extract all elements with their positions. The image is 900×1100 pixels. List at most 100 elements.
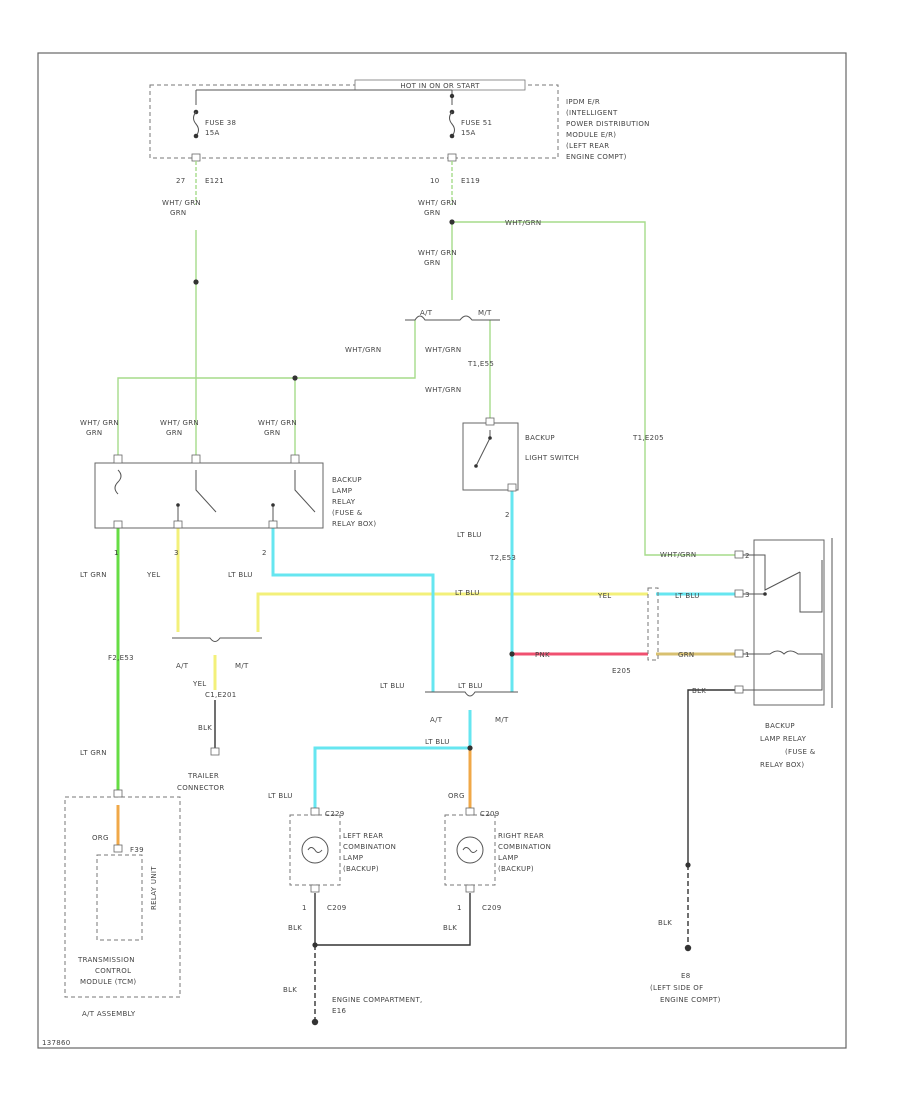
fuse-51-label: FUSE 51 [461, 119, 492, 127]
splice-2 [449, 219, 455, 225]
label-wht-grn-r3b: GRN [264, 429, 280, 437]
svg-text:M/T: M/T [495, 716, 509, 724]
svg-text:A/T: A/T [430, 716, 443, 724]
fuse-38: FUSE 38 15A [193, 109, 236, 139]
label-wht-grn-mt2: WHT/GRN [425, 386, 461, 394]
label-lt-blu-r: LT BLU [675, 592, 700, 600]
at-mt-split-top: A/T M/T [405, 309, 500, 321]
wire-lt-blu-relay [271, 528, 435, 692]
svg-text:RELAY BOX): RELAY BOX) [332, 520, 376, 528]
svg-text:LAMP RELAY: LAMP RELAY [760, 735, 807, 743]
svg-text:(BACKUP): (BACKUP) [343, 865, 379, 873]
label-blk-l: BLK [288, 924, 302, 932]
relay2-pin-1: 1 [745, 651, 750, 659]
tcm-at-assembly: ORG F39 RELAY UNIT TRANSMISSION CONTROL … [64, 789, 181, 1018]
label-wht-grn-a: WHT/ GRN [162, 199, 201, 207]
wire-wht-grn-right [452, 221, 735, 556]
svg-text:TRANSMISSION: TRANSMISSION [77, 956, 135, 964]
label-yel-trailer: YEL [192, 680, 207, 688]
label-org-tcm: ORG [92, 834, 109, 842]
ground2-line1: E8 [681, 972, 690, 980]
diagram-id: 137860 [42, 1039, 71, 1047]
backup-light-switch: BACKUP LIGHT SWITCH [462, 417, 579, 492]
label-wht-grn-a2: GRN [170, 209, 186, 217]
ipdm-title: IPDM E/R (INTELLIGENT POWER DISTRIBUTION… [566, 98, 650, 161]
ground1-line1: ENGINE COMPARTMENT, [332, 996, 423, 1004]
left-rear-combination-lamp: LT BLU C229 LEFT REAR COMBINATION LAMP (… [268, 792, 396, 893]
splice-1 [193, 279, 199, 285]
relay1-pin-1: 1 [114, 549, 119, 557]
wire-blk-lamps [314, 893, 471, 946]
label-yel-r: YEL [597, 592, 612, 600]
wire-lt-blu-mt [313, 710, 472, 810]
ground1-line2: E16 [332, 1007, 346, 1015]
relay1-pin-3: 3 [174, 549, 179, 557]
connector-e205-box [647, 587, 659, 661]
label-wht-grn-right: WHT/GRN [505, 219, 541, 227]
svg-text:A/T: A/T [420, 309, 433, 317]
label-wht-grn-r1b: GRN [86, 429, 102, 437]
label-blk-r2: BLK [443, 924, 457, 932]
svg-text:A/T: A/T [176, 662, 189, 670]
label-t2-e53: T2,E53 [489, 554, 516, 562]
trailer-label-1: TRAILER [187, 772, 219, 780]
wire-yel-long [256, 592, 648, 632]
label-e205: E205 [612, 667, 631, 675]
svg-text:A/T ASSEMBLY: A/T ASSEMBLY [82, 1010, 136, 1018]
label-wht-grn-relay2: WHT/GRN [660, 551, 696, 559]
wire-wht-grn-at [117, 320, 416, 455]
label-lt-grn-1: LT GRN [80, 571, 107, 579]
ground-dot-2 [684, 944, 692, 952]
svg-text:(FUSE &: (FUSE & [332, 509, 363, 517]
label-wht-grn-b: WHT/ GRN [418, 199, 457, 207]
lamp-r-conn: C209 [482, 904, 501, 912]
label-wht-grn-at: WHT/GRN [345, 346, 381, 354]
label-lt-blu-switch: LT BLU [457, 531, 482, 539]
ground-dot-1 [311, 1018, 319, 1026]
svg-text:RELAY: RELAY [332, 498, 356, 506]
label-org-rlamp: ORG [448, 792, 465, 800]
label-wht-grn-r2b: GRN [166, 429, 182, 437]
pin-10: 10 [430, 177, 440, 185]
svg-text:ENGINE COMPT): ENGINE COMPT) [566, 153, 627, 161]
fuse-51-amp: 15A [461, 129, 476, 137]
svg-text:M/T: M/T [235, 662, 249, 670]
svg-text:LAMP: LAMP [343, 854, 363, 862]
at-mt-split-lamps: LT BLU LT BLU A/T M/T [380, 682, 518, 724]
label-blk-gnd1: BLK [283, 986, 297, 994]
right-rear-combination-lamp: ORG C209 RIGHT REAR COMBINATION LAMP (BA… [444, 792, 551, 893]
label-wht-grn-c2: GRN [424, 259, 440, 267]
lamp-l-pin: 1 [302, 904, 307, 912]
label-f39: F39 [130, 846, 144, 854]
svg-text:MODULE E/R): MODULE E/R) [566, 131, 616, 139]
relay1-pin-2: 2 [262, 549, 267, 557]
splice-4 [509, 651, 515, 657]
label-c209-r: C209 [480, 810, 499, 818]
label-f2-e53: F2,E53 [108, 654, 134, 662]
diagram-frame [37, 52, 847, 1049]
svg-text:LEFT REAR: LEFT REAR [343, 832, 383, 840]
hot-header-text: HOT IN ON OR START [400, 82, 480, 90]
lamp-l-conn: C209 [327, 904, 346, 912]
wire-blk-relay2 [687, 689, 735, 865]
label-wht-grn-r1a: WHT/ GRN [80, 419, 119, 427]
splice-3 [292, 375, 298, 381]
svg-text:LAMP: LAMP [332, 487, 352, 495]
svg-text:COMBINATION: COMBINATION [498, 843, 551, 851]
svg-text:(INTELLIGENT: (INTELLIGENT [566, 109, 618, 117]
svg-text:RIGHT REAR: RIGHT REAR [498, 832, 544, 840]
svg-text:(BACKUP): (BACKUP) [498, 865, 534, 873]
at-mt-split-trailer: A/T M/T [172, 637, 262, 670]
svg-text:RELAY BOX): RELAY BOX) [760, 761, 804, 769]
label-lt-blu-lamps: LT BLU [425, 738, 450, 746]
label-pnk: PNK [535, 651, 550, 659]
label-c229-l: C229 [325, 810, 344, 818]
svg-text:BACKUP: BACKUP [525, 434, 555, 442]
label-blk-r: BLK [692, 687, 706, 695]
label-wht-grn-r3a: WHT/ GRN [258, 419, 297, 427]
svg-text:POWER DISTRIBUTION: POWER DISTRIBUTION [566, 120, 650, 128]
relay2-pin-2: 2 [745, 552, 750, 560]
trailer-pin [210, 747, 220, 756]
svg-text:(FUSE &: (FUSE & [785, 748, 816, 756]
